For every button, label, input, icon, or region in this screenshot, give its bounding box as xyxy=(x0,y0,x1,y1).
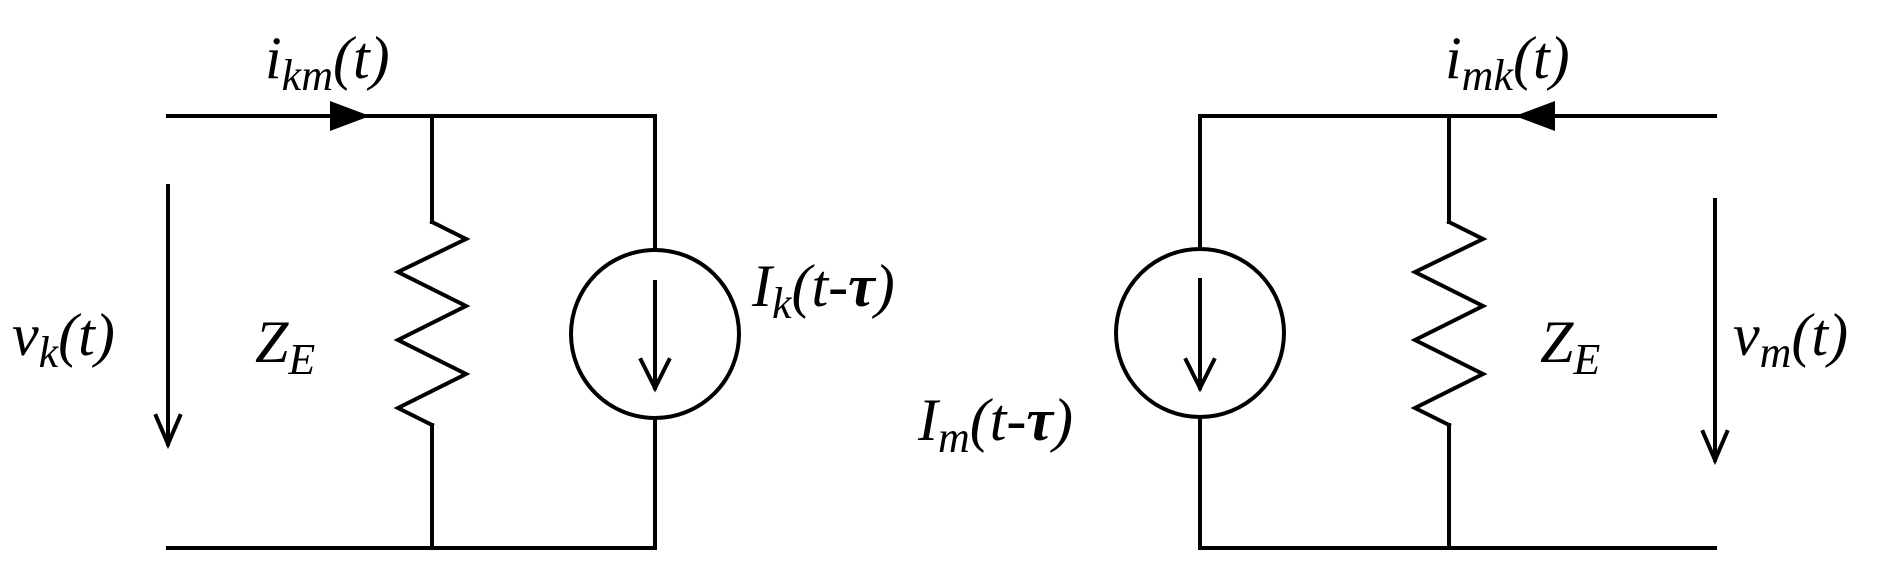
left-resistor-icon xyxy=(393,219,471,428)
right-source-inner-arrow-icon xyxy=(1183,357,1217,393)
left-circuit: ikm(t) vk(t) ZE Ik(t-τ) xyxy=(12,25,895,550)
right-circuit: imk(t) vm(t) ZE Im(t-τ) xyxy=(917,25,1848,550)
left-voltage-label: vk(t) xyxy=(12,302,115,377)
left-source-label: Ik(t-τ) xyxy=(751,253,895,328)
right-voltage-label: vm(t) xyxy=(1733,302,1848,377)
right-voltage-arrow-icon xyxy=(1700,429,1730,466)
left-current-arrow-icon xyxy=(330,101,370,131)
left-voltage-arrow-icon xyxy=(153,413,183,450)
right-impedance-label: ZE xyxy=(1540,309,1600,384)
right-source-label: Im(t-τ) xyxy=(917,387,1073,462)
right-current-arrow-icon xyxy=(1515,101,1555,131)
left-current-label: ikm(t) xyxy=(265,25,390,100)
left-impedance-label: ZE xyxy=(255,309,315,384)
left-source-inner-arrow-icon xyxy=(638,357,672,393)
right-current-label: imk(t) xyxy=(1445,25,1570,100)
right-resistor-icon xyxy=(1410,219,1488,428)
